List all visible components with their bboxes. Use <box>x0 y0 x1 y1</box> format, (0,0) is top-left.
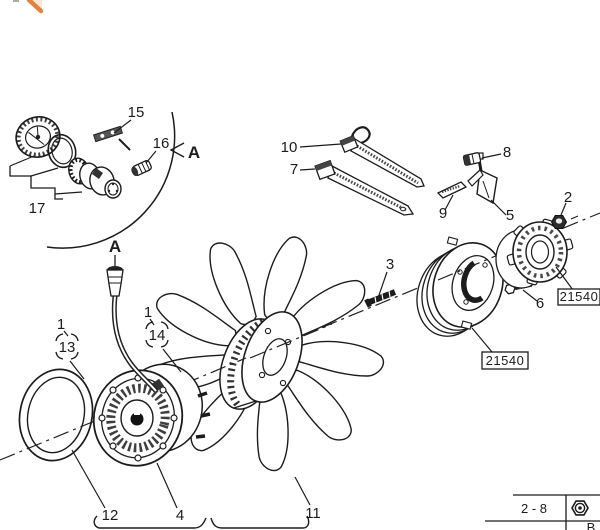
callout-3-label: 3 <box>386 256 394 273</box>
ref-14-label: 14 <box>149 327 166 344</box>
callout-7-label: 7 <box>290 161 298 178</box>
callout-8-label: 8 <box>503 144 511 161</box>
group-17-bracket <box>9 166 63 200</box>
group-callout-13 <box>55 333 79 360</box>
part-number-pulley[interactable]: 21540 <box>486 353 525 368</box>
callout-10-label: 10 <box>281 139 298 156</box>
callout-6-label: 6 <box>536 295 544 312</box>
qty-1-right-label: 1 <box>144 304 152 321</box>
part-9-drawing <box>436 181 468 199</box>
callout-9-label: 9 <box>439 205 447 222</box>
center-axis-over-pulley <box>437 254 499 281</box>
bearing-wheel-drawing <box>15 116 61 158</box>
bottom-braces <box>93 515 310 529</box>
pulley-drawing <box>416 236 504 337</box>
shaft-assembly-drawing <box>68 157 122 199</box>
part-number-box-pulley[interactable]: 21540 <box>481 351 529 370</box>
seal-ring-drawing <box>47 133 77 169</box>
cable-tie-10-drawing <box>339 126 425 188</box>
callout-4-label: 4 <box>176 507 184 524</box>
stud-drawing <box>364 289 397 308</box>
fan-hub-drawing <box>219 311 303 410</box>
fan-blade <box>296 340 385 377</box>
callout-17-label: 17 <box>29 200 46 217</box>
connector-a-label: A <box>109 237 121 256</box>
part-16-drawing <box>131 160 152 177</box>
callout-11-label: 11 <box>305 505 321 522</box>
part-number-box-housing[interactable]: 21540 <box>557 288 600 306</box>
nut-2-drawing <box>550 215 568 229</box>
connector-a-drawing <box>106 255 158 393</box>
detail-a-label: A <box>188 143 200 162</box>
callout-12-label: 12 <box>102 507 119 524</box>
fan-clutch-drawing <box>92 363 211 467</box>
bearing-housing-drawing <box>495 218 574 289</box>
group-callout-14 <box>145 321 169 348</box>
ring-drawing <box>18 368 94 462</box>
leader-lines <box>63 143 574 509</box>
next-row-partial-cell: B <box>587 520 596 530</box>
callout-2-label: 2 <box>564 189 572 206</box>
page-range-cell[interactable]: 2 - 8 <box>521 501 547 516</box>
detail-view-a-tick <box>169 142 185 158</box>
callout-16-label: 16 <box>153 135 170 152</box>
part-8-drawing <box>462 152 482 166</box>
nut-icon <box>571 500 589 516</box>
nut-2-dash <box>570 215 579 220</box>
callout-15-label: 15 <box>128 104 145 121</box>
part-number-housing[interactable]: 21540 <box>560 289 599 304</box>
ref-13-label: 13 <box>59 339 76 356</box>
logo-fragment <box>13 0 44 14</box>
cable-tie-7-drawing <box>314 159 415 216</box>
fan-drawing <box>148 236 385 472</box>
footer-table: 2 - 8 B <box>485 494 600 530</box>
part-15-drawing <box>92 125 131 151</box>
detail-view-arc <box>46 111 176 249</box>
center-axis-over-hub <box>249 323 333 359</box>
callout-5-label: 5 <box>506 207 514 224</box>
fan-blades <box>148 236 385 472</box>
detail-view-a <box>9 111 185 249</box>
qty-1-left-label: 1 <box>57 316 65 333</box>
